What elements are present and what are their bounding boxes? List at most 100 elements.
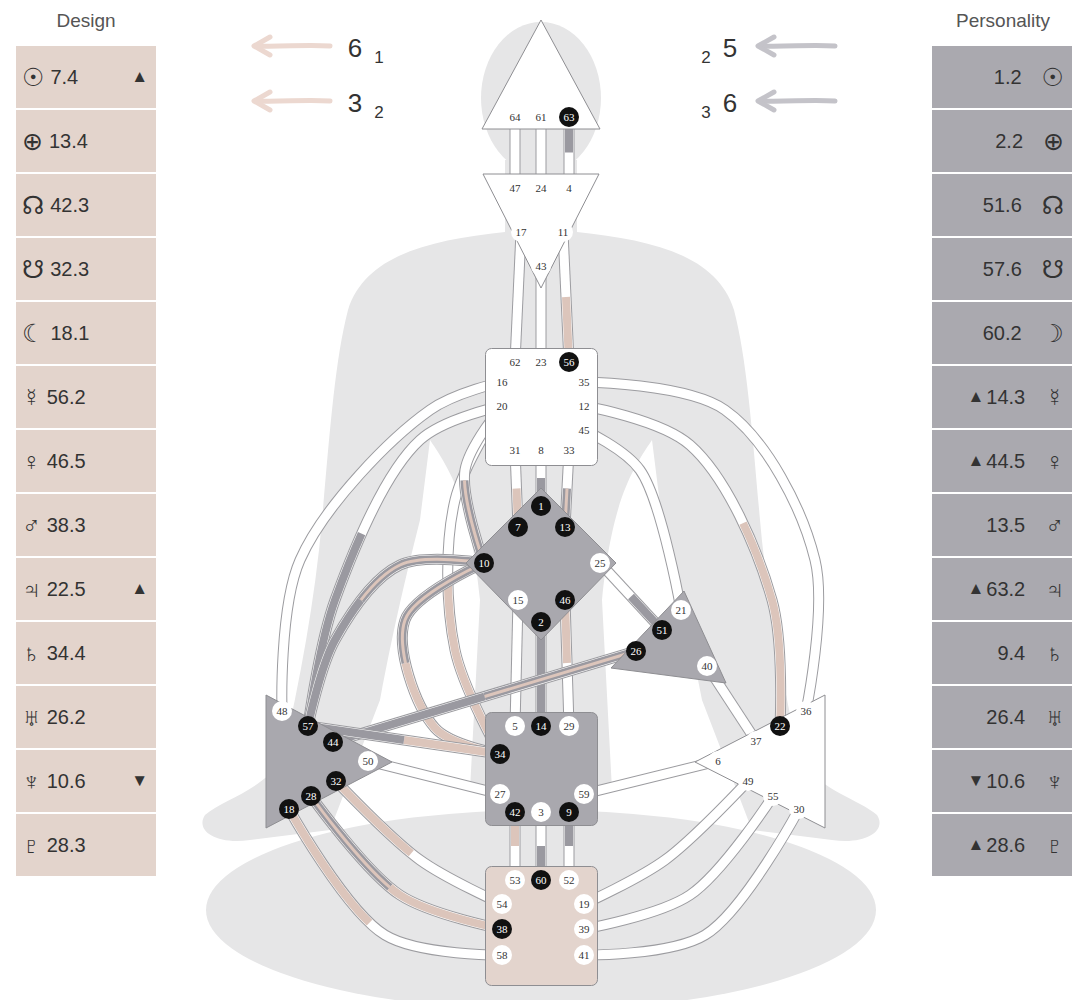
planet-row: 2.2⊕	[932, 110, 1072, 172]
gate-number: 39	[574, 919, 594, 939]
gate-number: 63	[559, 107, 579, 127]
planet-row: ☾18.1	[16, 302, 156, 364]
planet-row: ♃22.5▲	[16, 558, 156, 620]
direction-arrow: ▲	[131, 67, 148, 87]
gate-number: 62	[505, 352, 525, 372]
gate-number: 40	[697, 656, 717, 676]
gate-line-number: 2.2	[995, 130, 1023, 153]
planet-glyph: ♂	[22, 511, 41, 540]
gate-number: 51	[652, 620, 672, 640]
activation-number: 5	[723, 33, 737, 64]
gate-line-number: 7.4	[50, 66, 78, 89]
gate-number: 8	[531, 440, 551, 460]
gate-number: 61	[531, 107, 551, 127]
gate-number: 55	[763, 786, 783, 806]
gate-number: 23	[531, 352, 551, 372]
gate-line-number: 22.5	[47, 578, 86, 601]
gate-number: 58	[492, 945, 512, 965]
column-heading: Design	[56, 10, 115, 32]
energy-center: 514293427594239	[485, 712, 598, 826]
channel	[515, 600, 518, 726]
gate-number: 47	[505, 178, 525, 198]
planet-row: ♅26.2	[16, 686, 156, 748]
planet-row: 51.6☊	[932, 174, 1072, 236]
gate-line-number: 14.3	[986, 386, 1025, 409]
gate-number: 10	[474, 553, 494, 573]
gate-number: 34	[490, 744, 510, 764]
energy-center: 47244171143	[483, 174, 599, 288]
direction-arrow: ▼	[131, 771, 148, 791]
gate-number: 16	[492, 372, 512, 392]
gate-number: 54	[492, 894, 512, 914]
gate-number: 13	[555, 517, 575, 537]
planet-glyph: ☾	[22, 319, 44, 348]
activation-number: 6	[723, 88, 737, 119]
gate-number: 37	[746, 731, 766, 751]
gate-number: 15	[508, 590, 528, 610]
planet-glyph: ♇	[22, 831, 41, 860]
energy-center: 1713102515462	[466, 488, 616, 640]
gate-number: 4	[559, 178, 579, 198]
channel	[584, 809, 799, 955]
direction-arrow: ▲	[967, 451, 984, 471]
gate-number: 41	[574, 945, 594, 965]
gate-number: 56	[559, 352, 579, 372]
planet-glyph: ♄	[1045, 639, 1064, 668]
gate-number: 59	[574, 784, 594, 804]
gate-number: 3	[531, 802, 551, 822]
activation-number: 3	[348, 88, 362, 119]
planet-glyph: ♃	[1045, 575, 1064, 604]
gate-number: 29	[559, 716, 579, 736]
energy-center: 48574450322818	[266, 695, 392, 828]
planet-row: ▲63.2♃	[932, 558, 1072, 620]
gate-number: 9	[559, 802, 579, 822]
gate-line-number: 28.3	[47, 834, 86, 857]
channel	[336, 781, 502, 904]
energy-center: 2151 26 40	[611, 591, 726, 683]
planet-glyph: ☊	[1042, 191, 1064, 220]
gate-number: 7	[508, 517, 528, 537]
gate-number: 36	[796, 701, 816, 721]
gate-line-number: 60.2	[983, 322, 1022, 345]
planet-glyph: ☽	[1042, 319, 1064, 348]
gate-number: 64	[505, 107, 525, 127]
gate-number: 49	[738, 771, 758, 791]
planet-glyph: ♂	[1045, 511, 1064, 540]
gate-number: 5	[505, 716, 525, 736]
channel	[289, 809, 502, 955]
gate-number: 53	[505, 870, 525, 890]
gate-number: 6	[708, 751, 728, 771]
gate-number: 21	[671, 600, 691, 620]
gate-line-number: 63.2	[986, 578, 1025, 601]
channel	[563, 232, 569, 362]
planet-row: ♂38.3	[16, 494, 156, 556]
channel	[308, 726, 500, 754]
gate-number: 57	[298, 716, 318, 736]
gate-line-number: 57.6	[983, 258, 1022, 281]
gate-line-number: 34.4	[47, 642, 86, 665]
planet-glyph: ☉	[1042, 63, 1064, 92]
planet-row: ♀46.5	[16, 430, 156, 492]
planet-row: 26.4♅	[932, 686, 1072, 748]
planet-glyph: ☿	[1045, 383, 1064, 412]
planet-row: ▲14.3☿	[932, 366, 1072, 428]
gate-number: 48	[272, 701, 292, 721]
gate-number: 26	[626, 641, 646, 661]
channel	[584, 430, 681, 610]
gate-line-number: 13.4	[49, 130, 88, 153]
energy-center: 3622376495530	[695, 695, 825, 828]
activation-number: 6	[348, 33, 362, 64]
direction-arrow: ▼	[967, 771, 984, 791]
gate-number: 19	[574, 894, 594, 914]
gate-number: 20	[492, 396, 512, 416]
direction-arrow: ▲	[131, 579, 148, 599]
planet-row: ☿56.2	[16, 366, 156, 428]
channel	[584, 761, 718, 794]
planet-glyph: ⊕	[22, 127, 43, 156]
gate-number: 17	[511, 222, 531, 242]
planet-glyph: ☿	[22, 383, 41, 412]
planet-glyph: ☋	[22, 255, 44, 284]
gate-line-number: 26.2	[47, 706, 86, 729]
gate-number: 28	[301, 786, 321, 806]
planet-row: ☋32.3	[16, 238, 156, 300]
